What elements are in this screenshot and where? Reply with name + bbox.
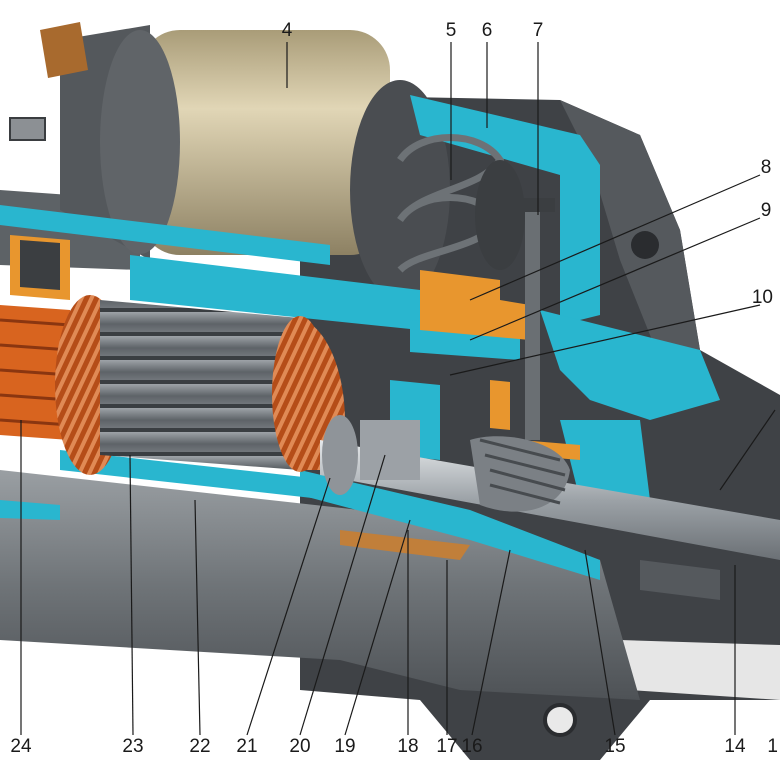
label-8: 8 bbox=[761, 157, 772, 178]
label-18: 18 bbox=[397, 736, 418, 757]
solenoid-relay bbox=[9, 22, 450, 300]
drive-lever bbox=[515, 198, 555, 440]
label-15: 15 bbox=[604, 736, 625, 757]
label-7: 7 bbox=[533, 20, 544, 41]
label-23: 23 bbox=[122, 736, 143, 757]
contact-plate bbox=[10, 235, 580, 560]
label-20: 20 bbox=[289, 736, 310, 757]
label-19: 19 bbox=[334, 736, 355, 757]
armature-shaft bbox=[320, 415, 780, 600]
return-spring bbox=[397, 134, 525, 273]
label-6: 6 bbox=[482, 20, 493, 41]
label-9: 9 bbox=[761, 200, 772, 221]
label-24: 24 bbox=[10, 736, 32, 757]
label-22: 22 bbox=[189, 736, 210, 757]
leader-lines bbox=[20, 42, 776, 736]
label-5: 5 bbox=[446, 20, 457, 41]
label-17: 17 bbox=[436, 736, 457, 757]
label-21: 21 bbox=[236, 736, 257, 757]
label-16: 16 bbox=[461, 736, 482, 757]
label-10: 10 bbox=[752, 287, 773, 308]
label-11-partial: 1 bbox=[767, 736, 778, 757]
label-14: 14 bbox=[724, 736, 746, 757]
part-labels: 4 5 6 7 8 9 10 1 14 15 16 17 18 19 20 21… bbox=[10, 20, 778, 757]
armature bbox=[0, 295, 346, 475]
label-4: 4 bbox=[282, 20, 293, 41]
